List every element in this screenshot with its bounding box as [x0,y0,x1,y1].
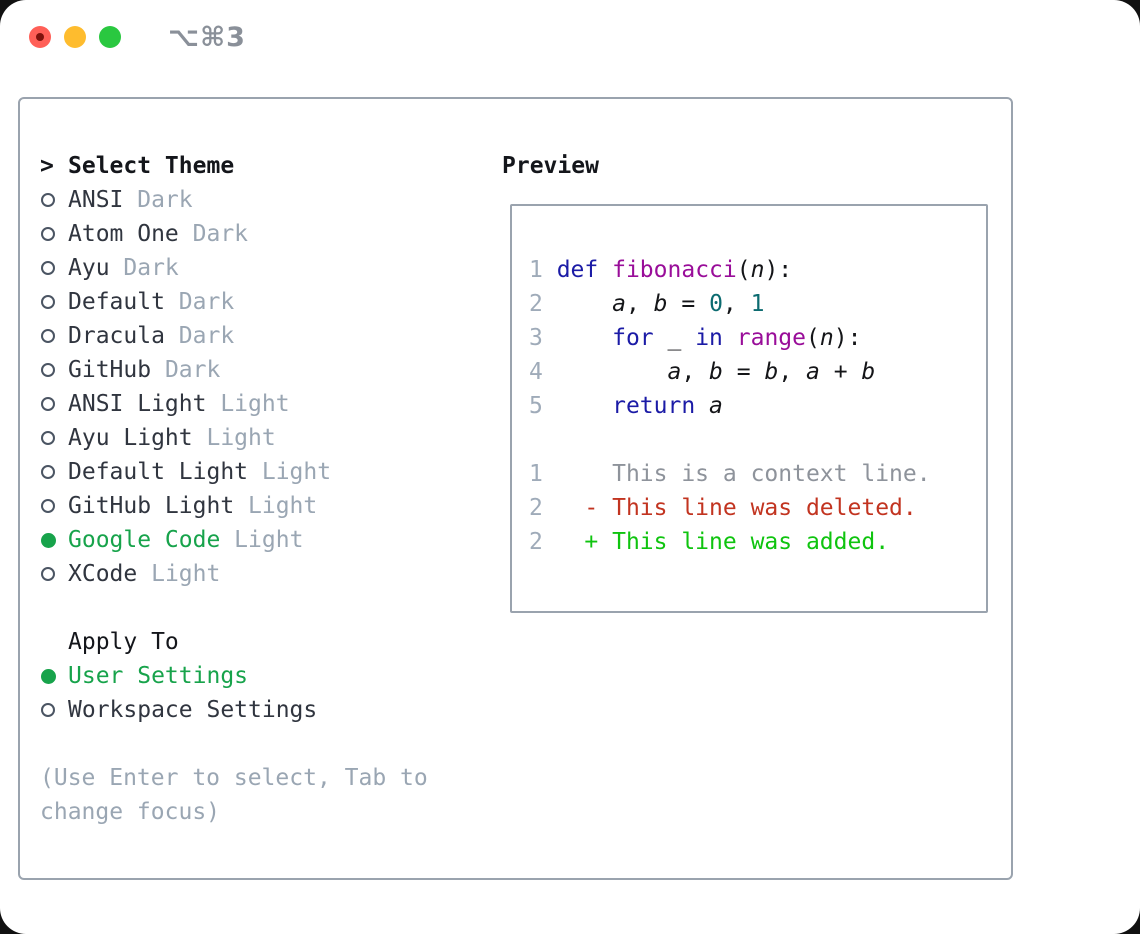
line-number: 2 [529,529,543,555]
line-number: 4 [529,359,557,385]
zoom-button[interactable] [99,26,121,48]
theme-option-dracula-dark[interactable]: Dracula Dark [40,319,455,353]
option-label: GitHub [68,357,152,383]
apply-to-header: Apply To [40,625,455,659]
theme-option-github-dark[interactable]: GitHub Dark [40,353,455,387]
theme-option-ansi-dark[interactable]: ANSI Dark [40,183,455,217]
option-variant: Dark [123,187,193,213]
option-label: Default [68,289,165,315]
radio-unselected-icon [41,703,55,717]
theme-option-ayu-dark[interactable]: Ayu Dark [40,251,455,285]
radio-unselected-icon [41,193,55,207]
option-label: Google Code [68,527,221,553]
radio-unselected-icon [41,397,55,411]
traffic-lights [29,26,121,48]
select-theme-title: Select Theme [68,153,235,179]
option-variant: Dark [151,357,221,383]
line-number: 1 [529,257,557,283]
close-button[interactable] [29,26,51,48]
apply-option-user-settings[interactable]: User Settings [40,659,455,693]
line-number: 2 [529,495,543,521]
option-label: Dracula [68,323,165,349]
diff-text: + This line was added. [542,529,890,555]
option-label: Ayu [68,255,110,281]
theme-option-atom-one-dark[interactable]: Atom One Dark [40,217,455,251]
code-line: 4 a, b = b, a + b [529,359,876,385]
option-variant: Light [234,493,318,519]
code-line: 2 a, b = 0, 1 [529,291,765,317]
option-label: Workspace Settings [68,697,318,723]
option-label: ANSI Light [68,391,207,417]
option-variant: Dark [178,221,249,247]
option-variant: Light [206,391,290,417]
diff-line-context: 1 This is a context line. [529,457,976,491]
radio-unselected-icon [41,329,55,343]
theme-option-google-code-light[interactable]: Google Code Light [40,523,455,557]
diff-text: - This line was deleted. [542,495,917,521]
diff-line-added: 2 + This line was added. [529,525,976,559]
minimize-button[interactable] [64,26,86,48]
option-label: Ayu Light [68,425,193,451]
option-variant: Light [137,561,221,587]
option-label: XCode [68,561,138,587]
code-line: 1 def fibonacci(n): [529,257,793,283]
theme-option-xcode-light[interactable]: XCode Light [40,557,455,591]
radio-selected-icon [41,532,56,548]
radio-selected-icon [41,668,56,684]
theme-option-default-dark[interactable]: Default Dark [40,285,455,319]
radio-unselected-icon [41,431,55,445]
blank-line [529,423,976,457]
option-variant: Light [220,527,304,553]
preview-box: 1 def fibonacci(n): 2 a, b = 0, 1 3 for _ … [510,204,988,613]
theme-option-github-light-light[interactable]: GitHub Light Light [40,489,455,523]
radio-unselected-icon [41,499,55,513]
line-number: 5 [529,393,557,419]
theme-option-default-light-light[interactable]: Default Light Light [40,455,455,489]
line-number: 1 [529,461,543,487]
diff-line-deleted: 2 - This line was deleted. [529,491,976,525]
preview-column: Preview 1 def fibonacci(n): 2 a, b = 0, 1… [502,149,988,613]
code-line: 3 for _ in range(n): [529,325,862,351]
option-label: ANSI [68,187,124,213]
theme-option-ansi-light-light[interactable]: ANSI Light Light [40,387,455,421]
option-variant: Light [248,459,332,485]
radio-unselected-icon [41,465,55,479]
option-variant: Light [192,425,276,451]
radio-unselected-icon [41,567,55,581]
line-number: 2 [529,291,557,317]
spacer [40,591,455,625]
select-theme-header: > Select Theme [40,149,455,183]
radio-unselected-icon [41,261,55,275]
radio-unselected-icon [41,295,55,309]
preview-code: 1 def fibonacci(n): 2 a, b = 0, 1 3 for _ … [529,253,976,559]
code-line: 5 return a [529,393,723,419]
radio-unselected-icon [41,227,55,241]
cursor-icon: > [40,153,54,179]
option-variant: Dark [164,289,235,315]
spacer [40,727,455,761]
apply-option-workspace-settings[interactable]: Workspace Settings [40,693,455,727]
keyboard-hint: (Use Enter to select, Tab to change focu… [40,765,442,825]
window-titlebar: ⌥⌘3 [0,0,1140,97]
option-variant: Dark [164,323,235,349]
radio-unselected-icon [41,363,55,377]
apply-to-title: Apply To [68,629,179,655]
option-label: Default Light [68,459,249,485]
diff-text: This is a context line. [542,461,931,487]
theme-option-ayu-light-light[interactable]: Ayu Light Light [40,421,455,455]
option-label: User Settings [68,663,249,689]
option-variant: Dark [109,255,179,281]
preview-title: Preview [502,153,599,179]
option-label: Atom One [68,221,179,247]
window-title: ⌥⌘3 [168,22,246,53]
line-number: 3 [529,325,557,351]
option-label: GitHub Light [68,493,235,519]
